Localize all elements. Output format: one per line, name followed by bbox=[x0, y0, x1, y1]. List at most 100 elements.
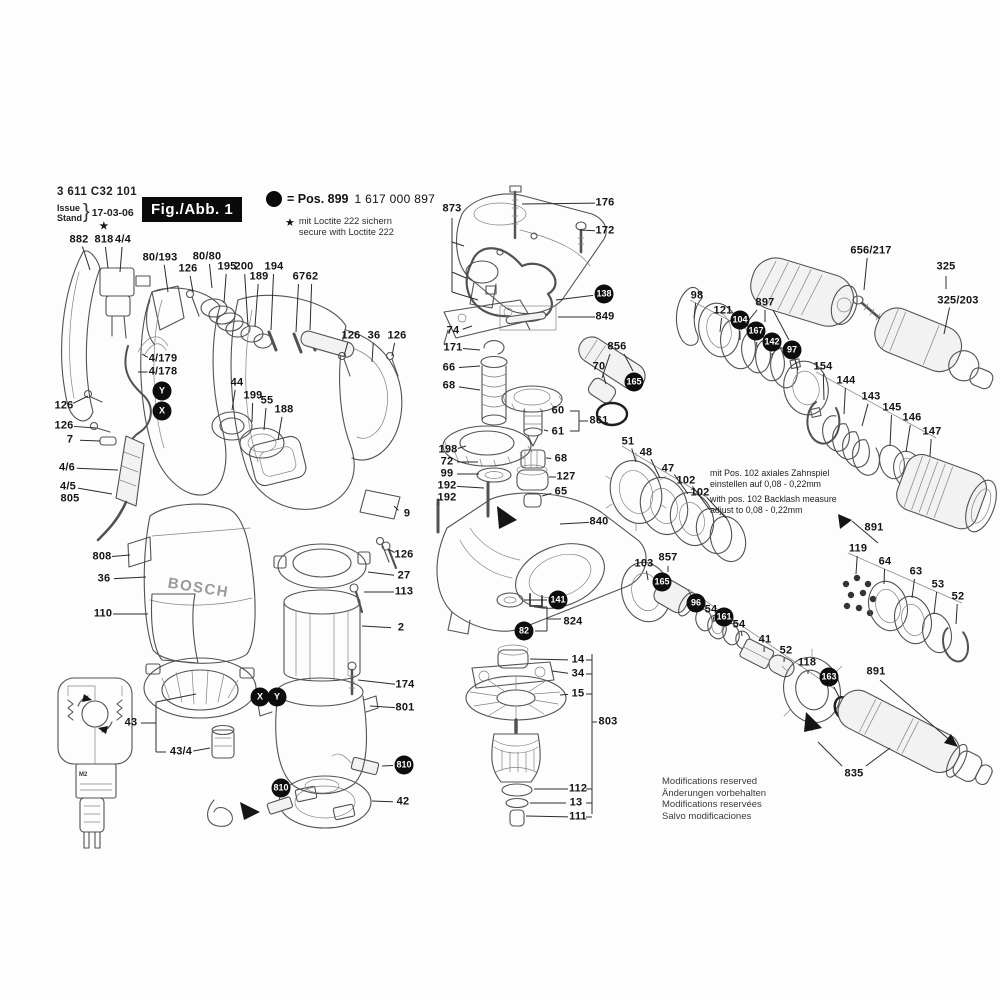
leader-line-192 bbox=[437, 502, 440, 506]
callout-147: 147 bbox=[922, 425, 942, 438]
wiring-schematic: M2 bbox=[57, 677, 133, 849]
leader-line-51 bbox=[631, 448, 637, 463]
callout-102: 102 bbox=[690, 486, 710, 499]
leader-line-200 bbox=[244, 273, 249, 327]
leader-line-44 bbox=[231, 389, 236, 411]
callout-circled-104: 104 bbox=[730, 310, 750, 330]
callout-67: 67 bbox=[292, 270, 306, 283]
issue-date: 17-03-06 bbox=[91, 206, 134, 219]
callout-172: 172 bbox=[595, 224, 615, 237]
callout-199: 199 bbox=[243, 389, 263, 402]
callout-189: 189 bbox=[249, 270, 269, 283]
leader-line-102 bbox=[691, 486, 711, 511]
callout-72: 72 bbox=[440, 455, 454, 468]
leader-line-27 bbox=[367, 571, 395, 576]
callout-891: 891 bbox=[866, 665, 886, 678]
callout-14: 14 bbox=[571, 653, 585, 666]
handle-shell bbox=[61, 250, 101, 422]
callout-126: 126 bbox=[394, 548, 414, 561]
armature-assembly bbox=[465, 644, 567, 827]
leader-line-882 bbox=[81, 246, 91, 271]
retainer-stack bbox=[675, 286, 997, 533]
leader-line-4/5 bbox=[77, 487, 113, 495]
callout-2: 2 bbox=[397, 621, 405, 634]
callout-112: 112 bbox=[568, 782, 588, 795]
callout-★: ★ bbox=[99, 221, 109, 232]
callout-891: 891 bbox=[864, 521, 884, 534]
leader-line-4/179 bbox=[141, 353, 149, 358]
callout-55: 55 bbox=[260, 394, 274, 407]
callout-849: 849 bbox=[595, 310, 615, 323]
issue-brace: } bbox=[83, 201, 90, 223]
bracket-lines bbox=[141, 218, 958, 818]
callout-145: 145 bbox=[882, 401, 902, 414]
stand-label: Stand bbox=[57, 212, 83, 223]
callout-325: 325 bbox=[936, 260, 956, 273]
callout-circled-Y: Y bbox=[267, 687, 287, 707]
leader-line-126 bbox=[73, 395, 89, 404]
callout-192: 192 bbox=[437, 491, 457, 504]
support-plate bbox=[443, 299, 557, 355]
callout-824: 824 bbox=[563, 615, 583, 628]
leader-line-176 bbox=[521, 202, 596, 205]
callout-801: 801 bbox=[395, 701, 415, 714]
switch-assembly bbox=[99, 267, 200, 345]
callout-897: 897 bbox=[755, 296, 775, 309]
leader-line-143 bbox=[861, 403, 869, 427]
leader-line-55 bbox=[263, 407, 267, 431]
leader-line-194 bbox=[270, 273, 275, 331]
callout-102: 102 bbox=[676, 474, 696, 487]
callout-48: 48 bbox=[639, 446, 653, 459]
leader-line-188 bbox=[277, 416, 283, 441]
callout-36: 36 bbox=[97, 572, 111, 585]
callout-68: 68 bbox=[554, 452, 568, 465]
callout-circled-141: 141 bbox=[548, 590, 568, 610]
leader-line-126 bbox=[391, 342, 396, 357]
leader-line-97 bbox=[794, 360, 799, 371]
leader-line-126 bbox=[343, 342, 349, 357]
callout-195: 195 bbox=[217, 260, 237, 273]
callout-43: 43 bbox=[124, 716, 138, 729]
leader-line-67 bbox=[295, 283, 299, 333]
footer-line-es: Salvo modificaciones bbox=[662, 811, 752, 823]
leader-line-43/4 bbox=[193, 747, 211, 752]
figure-label: Fig./Abb. 1 bbox=[142, 197, 243, 222]
callout-325/203: 325/203 bbox=[937, 294, 979, 307]
pos-reference-note: = Pos. 899 1 617 000 897 bbox=[266, 191, 435, 207]
issue-stand-block: Issue Stand } 17-03-06 bbox=[57, 201, 134, 224]
leader-line-48 bbox=[650, 458, 661, 479]
callout-144: 144 bbox=[836, 374, 856, 387]
chuck-656 bbox=[750, 257, 886, 327]
callout-4/179: 4/179 bbox=[148, 352, 178, 365]
modifications-footer: Modifications reserved Änderungen vorbeh… bbox=[662, 776, 766, 823]
callout-62: 62 bbox=[305, 270, 319, 283]
callout-43/4: 43/4 bbox=[169, 745, 193, 758]
callout-60: 60 bbox=[551, 404, 565, 417]
callout-198: 198 bbox=[438, 443, 458, 456]
leader-line-808 bbox=[111, 554, 131, 557]
leader-line-138 bbox=[555, 294, 594, 301]
callout-835: 835 bbox=[844, 767, 864, 780]
leader-line-53 bbox=[933, 591, 938, 615]
cable-assembly bbox=[83, 336, 169, 542]
leader-line-145 bbox=[889, 414, 892, 447]
callout-circled-163: 163 bbox=[819, 667, 839, 687]
callout-176: 176 bbox=[595, 196, 615, 209]
callout-47: 47 bbox=[661, 462, 675, 475]
callout-154: 154 bbox=[813, 360, 833, 373]
callout-13: 13 bbox=[569, 796, 583, 809]
leader-line-102 bbox=[706, 497, 727, 519]
footer-line-de: Änderungen vorbehalten bbox=[662, 787, 767, 799]
callout-126: 126 bbox=[387, 329, 407, 342]
callout-194: 194 bbox=[264, 260, 284, 273]
callout-118: 118 bbox=[797, 656, 817, 669]
hammer-tube bbox=[837, 689, 993, 786]
clamp-rings bbox=[211, 411, 307, 487]
leader-line-199 bbox=[251, 402, 254, 423]
chuck-325 bbox=[874, 307, 994, 390]
gear-housing bbox=[436, 492, 647, 635]
backlash-note-de-1: mit Pos. 102 axiales Zahnspiel bbox=[710, 468, 830, 478]
leader-line-68 bbox=[458, 386, 481, 391]
callout-circled-810: 810 bbox=[394, 755, 414, 775]
